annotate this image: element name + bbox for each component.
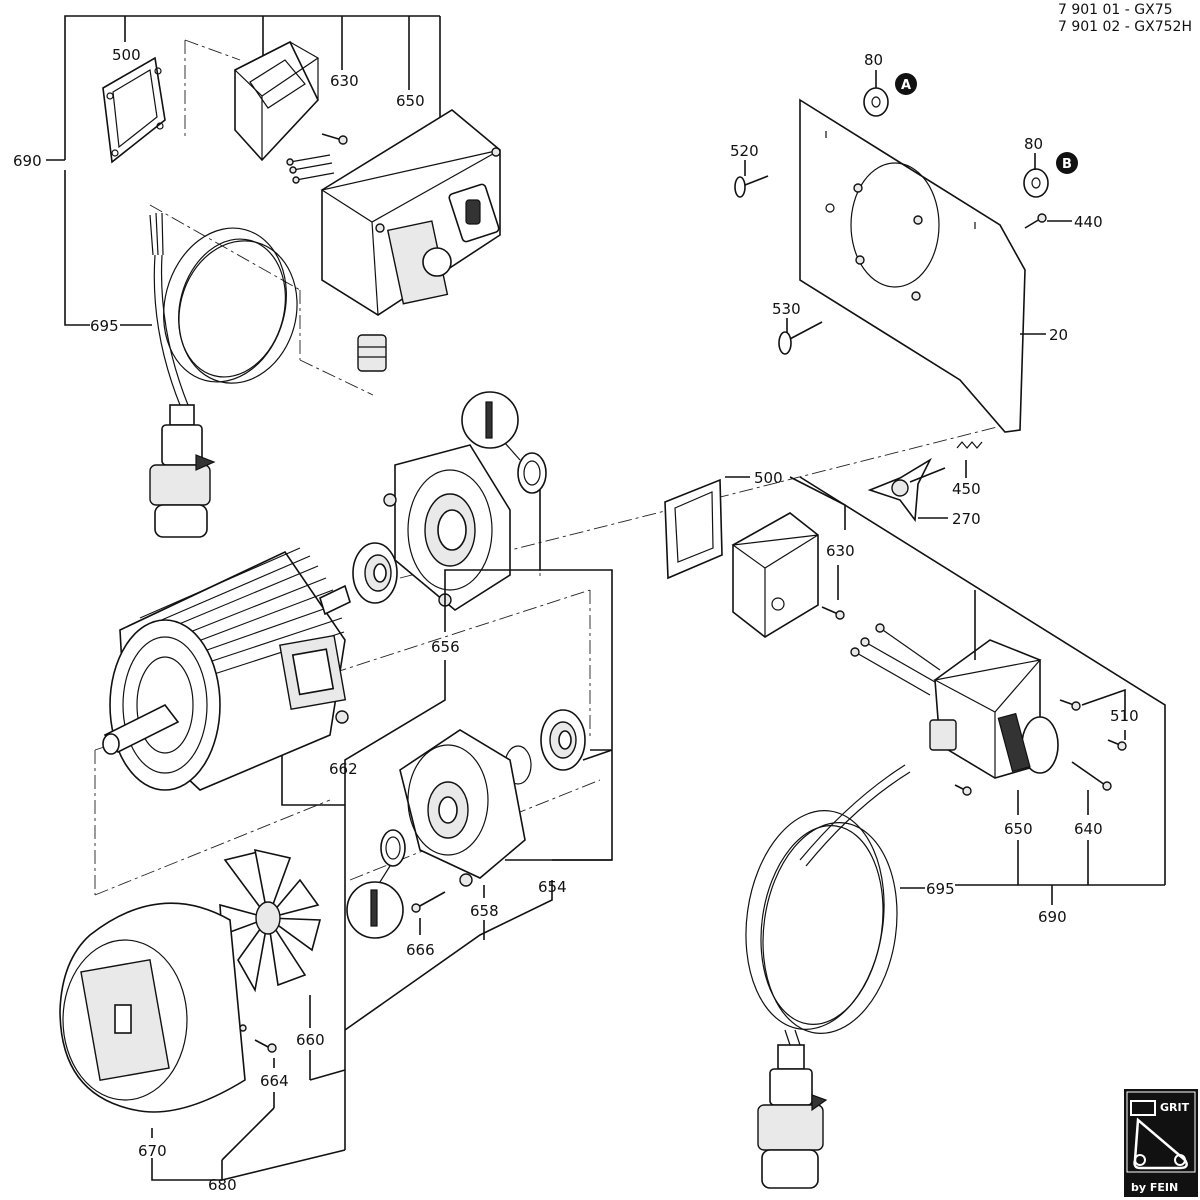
label-666: 666 [406, 941, 435, 959]
label-664: 664 [260, 1072, 289, 1090]
washer-80-a [863, 87, 889, 117]
fan-660 [219, 848, 322, 993]
detail-circle-bottom [346, 865, 404, 939]
label-690-top: 690 [13, 152, 42, 170]
switch-box-650-top [320, 109, 501, 316]
label-520: 520 [730, 142, 759, 160]
label-695-right: 695 [926, 880, 955, 898]
label-658: 658 [470, 902, 499, 920]
cable-gland-650 [357, 334, 387, 372]
label-270: 270 [952, 510, 981, 528]
terminal-cover-box-630-top [233, 40, 320, 162]
gasket-plate-500-right [664, 478, 723, 580]
leader-lines [151, 70, 1166, 1182]
model-line-2: 7 901 02 - GX752H [1058, 19, 1192, 35]
svg-text:B: B [1062, 157, 1072, 172]
detail-circle-top [461, 391, 521, 461]
label-650-right: 650 [1004, 820, 1033, 838]
label-650-top: 650 [396, 92, 425, 110]
label-630-top: 630 [330, 72, 359, 90]
power-cable-695-right [745, 764, 911, 1046]
washer-80-b [1023, 168, 1049, 198]
label-640: 640 [1074, 820, 1103, 838]
label-656: 656 [431, 638, 460, 656]
front-flange-656 [383, 444, 511, 611]
spring-450 [956, 441, 983, 449]
label-660: 660 [296, 1031, 325, 1049]
logo-by-fein-text: by FEIN [1131, 1181, 1178, 1194]
svg-text:A: A [901, 78, 911, 93]
label-450: 450 [952, 480, 981, 498]
label-20: 20 [1049, 326, 1068, 344]
label-500-top: 500 [112, 46, 141, 64]
screw-666 [411, 891, 446, 913]
wire-ends-650-top [286, 154, 335, 184]
bearing-rear [540, 709, 586, 771]
label-630-right: 630 [826, 542, 855, 560]
screw-440 [1024, 213, 1047, 229]
label-500-right: 500 [754, 469, 783, 487]
label-80-b: 80 [1024, 135, 1043, 153]
grit-by-fein-logo: GRIT by FEIN [1124, 1089, 1198, 1197]
bearing-front [352, 542, 398, 604]
screws-510 [954, 699, 1127, 796]
plug-695-right [757, 1044, 828, 1189]
logo-grit-text: GRIT [1160, 1101, 1190, 1114]
motor-shaft [102, 584, 351, 755]
motor-housing [109, 547, 349, 791]
label-662: 662 [329, 760, 358, 778]
screw-664 [254, 1039, 277, 1053]
label-440: 440 [1074, 213, 1103, 231]
label-680: 680 [208, 1176, 237, 1194]
screw-630-right [821, 606, 845, 620]
label-510: 510 [1110, 707, 1139, 725]
label-695-top: 695 [90, 317, 119, 335]
marker-b: B [1056, 152, 1078, 174]
gasket-plate-500-top [102, 56, 166, 164]
model-line-1: 7 901 01 - GX75 [1058, 2, 1173, 18]
label-654: 654 [538, 878, 567, 896]
label-530: 530 [772, 300, 801, 318]
seal-ring-658 [380, 829, 406, 867]
rear-end-shield-658 [399, 729, 526, 887]
plug-695-top [149, 404, 216, 538]
fan-cover-670 [59, 902, 247, 1113]
part-labels: 500 630 650 690 695 80 80 520 440 530 20… [13, 46, 1139, 1194]
wires-650-right [850, 623, 941, 696]
seal-ring-656 [517, 452, 547, 494]
terminal-cover-box-630-right [731, 512, 819, 638]
label-670: 670 [138, 1142, 167, 1160]
marker-a: A [895, 73, 917, 95]
leader-bracket-690-left [46, 15, 441, 326]
star-knob-270 [867, 457, 946, 523]
bolt-520 [734, 175, 769, 198]
label-690-right: 690 [1038, 908, 1067, 926]
screw-640 [1071, 761, 1112, 791]
switch-650-right [929, 639, 1059, 779]
power-cable-695-top [149, 212, 298, 406]
label-80-a: 80 [864, 51, 883, 69]
bolt-530 [778, 321, 823, 355]
screw-630-top [321, 133, 348, 145]
mounting-plate-20 [799, 98, 1026, 433]
